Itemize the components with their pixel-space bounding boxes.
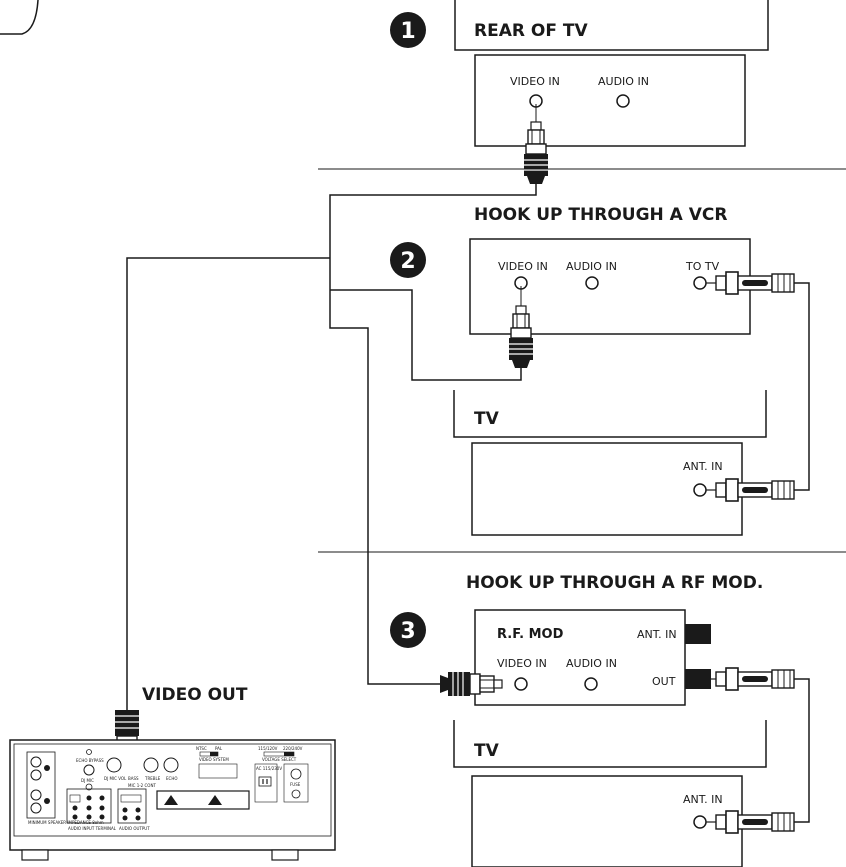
step-1-badge <box>390 12 426 48</box>
step-1-title: REAR OF TV <box>474 21 588 41</box>
tv-3-ant-in-label: ANT. IN <box>683 793 723 806</box>
rf-plug-rf-mod-out <box>705 667 795 691</box>
rf-plug-tv-3 <box>705 810 795 834</box>
vcr-panel <box>469 238 751 335</box>
tv-outline-2 <box>453 390 767 438</box>
audio-input-label: AUDIO INPUT TERMINAL <box>68 826 117 831</box>
dj-mic-label: DJ MIC <box>81 778 94 783</box>
rf-plug-tv-2 <box>705 478 795 502</box>
tv-label-2: TV <box>474 409 500 429</box>
tv-panel-2 <box>471 442 743 536</box>
fuse-label: FUSE <box>290 782 301 787</box>
step-3-number: 3 <box>400 619 415 644</box>
corner-curve <box>0 0 39 35</box>
vcr-to-tv-jack <box>693 276 707 290</box>
rf-mod-video-in-label: VIDEO IN <box>497 657 547 670</box>
rf-mod-title: R.F. MOD <box>497 627 564 642</box>
audio-output-label: AUDIO OUTPUT <box>119 826 150 831</box>
ntsc-label: NTSC <box>196 746 207 751</box>
rf-mod-ant-in-port <box>685 624 711 644</box>
tv-panel-3 <box>471 775 743 867</box>
step-3-badge <box>390 612 426 648</box>
echo-label: ECHO <box>166 776 177 781</box>
vcr-to-tv-label: TO TV <box>685 260 720 273</box>
rf-mod-audio-jack <box>584 677 598 691</box>
treble-label: TREBLE <box>144 776 161 781</box>
rear-tv-video-in-label: VIDEO IN <box>510 75 560 88</box>
rf-mod-out-label: OUT <box>652 675 676 688</box>
echo-bypass-label: ECHO BYPASS <box>76 758 104 763</box>
dj-mic-vol-label: DJ MIC VOL <box>104 776 127 781</box>
v115-label: 115/120V <box>258 746 278 751</box>
rf-mod-out-port <box>685 669 711 689</box>
v220-label: 220/240V <box>283 746 303 751</box>
step-1-number: 1 <box>400 19 415 44</box>
tv-outline-3 <box>453 720 767 768</box>
step-2-title: HOOK UP THROUGH A VCR <box>474 205 727 225</box>
rca-plug-vcr <box>508 305 534 369</box>
rf-mod-video-jack <box>514 677 528 691</box>
cable-to-rf-mod <box>329 290 440 685</box>
rf-cable-vcr-tv <box>794 282 810 491</box>
step-2-badge <box>390 242 426 278</box>
rear-tv-panel <box>474 54 746 147</box>
mic-cont-label: MIC 1-2 CONT <box>128 783 156 788</box>
step-3-title: HOOK UP THROUGH A RF MOD. <box>466 573 763 593</box>
rear-tv-audio-in-label: AUDIO IN <box>598 75 649 88</box>
ac-rating-label: AC 115/230V <box>256 766 282 771</box>
cable-to-rear-tv <box>329 184 537 290</box>
voltage-select-label: VOLTAGE SELECT <box>262 757 297 762</box>
rf-mod-ant-in-label: ANT. IN <box>637 628 677 641</box>
rf-mod-audio-in-label: AUDIO IN <box>566 657 617 670</box>
karaoke-player-rear-panel: MINIMUM SPEAKER IMPEDANCE 8ohm ECHO BYPA… <box>9 739 336 861</box>
rf-cable-mod-tv <box>794 678 810 823</box>
step-2-number: 2 <box>400 249 415 274</box>
tv-label-3: TV <box>474 741 500 761</box>
vcr-video-in-label: VIDEO IN <box>498 260 548 273</box>
video-out-label: VIDEO OUT <box>142 685 248 705</box>
video-system-label: VIDEO SYSTEM <box>199 757 229 762</box>
rca-plug-rear-tv <box>523 121 549 185</box>
tv-2-ant-jack <box>693 483 707 497</box>
rca-plug-rf-mod <box>439 671 503 697</box>
bass-label: BASS <box>128 776 139 781</box>
tv-2-ant-in-label: ANT. IN <box>683 460 723 473</box>
rear-tv-audio-jack <box>616 94 630 108</box>
cable-to-vcr <box>330 289 522 381</box>
vcr-audio-jack <box>585 276 599 290</box>
pal-label: PAL <box>215 746 223 751</box>
vcr-audio-in-label: AUDIO IN <box>566 260 617 273</box>
rf-mod-box <box>474 609 686 706</box>
rear-tv-outline <box>454 0 769 51</box>
impedance-label: MINIMUM SPEAKER IMPEDANCE 8ohm <box>28 820 104 825</box>
tv-3-ant-jack <box>693 815 707 829</box>
video-out-cable <box>126 257 330 710</box>
